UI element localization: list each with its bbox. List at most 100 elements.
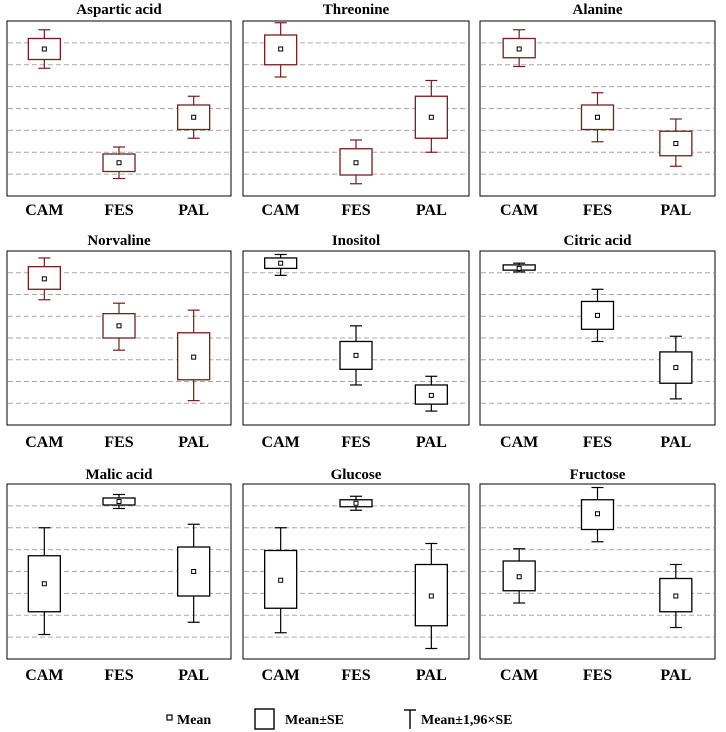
x-tick-label: CAM (500, 434, 538, 451)
box-cam (502, 548, 536, 604)
box-fes (339, 325, 373, 386)
box-fes (580, 92, 615, 143)
x-tick-label: CAM (25, 667, 63, 684)
box-cam (264, 22, 298, 78)
panel-title: Alanine (572, 2, 622, 18)
x-tick-label: PAL (416, 667, 447, 684)
mean-marker (116, 323, 122, 329)
x-tick-label: FES (104, 667, 133, 684)
box-cam (264, 527, 298, 634)
x-tick-label: FES (104, 202, 133, 219)
mean-marker (595, 114, 600, 120)
legend-ci-whisker-icon (404, 709, 416, 729)
mean-marker (41, 46, 47, 52)
mean-marker (428, 392, 434, 398)
x-tick-label: CAM (262, 434, 300, 451)
panel-title: Aspartic acid (76, 2, 162, 18)
mean-marker (595, 312, 600, 318)
mean-marker (595, 511, 600, 517)
box-cam (27, 527, 61, 636)
box-pal (659, 335, 693, 400)
mean-marker (516, 46, 522, 52)
box-fes (580, 288, 615, 343)
mean-marker (41, 276, 47, 282)
mean-marker (278, 577, 284, 583)
box-pal (177, 523, 211, 623)
box-pal (414, 542, 448, 650)
mean-marker (516, 574, 522, 580)
legend-ci-label: Mean±1,96×SE (421, 713, 513, 728)
box-fes (102, 302, 136, 351)
panel-title: Fructose (570, 467, 626, 483)
x-tick-label: PAL (660, 202, 691, 219)
panel-title: Norvaline (87, 233, 151, 249)
mean-marker (673, 593, 679, 599)
box-pal (177, 309, 211, 402)
x-tick-label: FES (341, 667, 370, 684)
mean-marker (673, 141, 679, 146)
mean-marker (278, 46, 284, 52)
legend-se-box (254, 708, 275, 730)
mean-marker (116, 499, 122, 504)
x-tick-label: CAM (500, 667, 538, 684)
mean-marker (278, 260, 284, 266)
x-tick-label: FES (583, 667, 612, 684)
x-tick-label: FES (583, 202, 612, 219)
box-cam (502, 262, 536, 273)
se-box (177, 104, 211, 131)
box-pal (414, 375, 448, 412)
x-tick-label: FES (341, 434, 370, 451)
panel-title: Citric acid (564, 233, 633, 249)
mean-marker (116, 160, 122, 166)
mean-marker (673, 365, 679, 371)
x-tick-label: PAL (416, 434, 447, 451)
box-cam (27, 257, 61, 301)
mean-marker (191, 569, 197, 574)
mean-marker (191, 114, 197, 120)
box-fes (339, 139, 373, 185)
panel-title: Malic acid (85, 467, 153, 483)
x-tick-label: PAL (660, 434, 691, 451)
box-pal (414, 79, 448, 153)
x-tick-label: FES (104, 434, 133, 451)
box-pal (177, 95, 211, 139)
x-tick-label: PAL (178, 667, 209, 684)
x-tick-label: PAL (416, 202, 447, 219)
x-tick-label: CAM (500, 202, 538, 219)
se-box (659, 577, 693, 613)
box-pal (659, 563, 693, 629)
box-cam (264, 253, 298, 276)
x-tick-label: CAM (25, 434, 63, 451)
panel-title: Glucose (331, 467, 382, 483)
box-pal (659, 118, 693, 167)
x-tick-label: CAM (262, 202, 300, 219)
mean-marker (191, 354, 197, 360)
box-fes (580, 486, 615, 543)
box-cam (502, 29, 536, 68)
box-fes (339, 495, 373, 511)
legend-mean-marker (166, 714, 173, 721)
box-fes (102, 493, 136, 510)
x-tick-label: PAL (178, 202, 209, 219)
legend-se-label: Mean±SE (285, 713, 344, 728)
x-tick-label: PAL (660, 667, 691, 684)
legend: Mean Mean±SE Mean±1,96×SE (166, 708, 513, 730)
mean-marker (516, 265, 522, 271)
x-tick-label: PAL (178, 434, 209, 451)
legend-mean-label: Mean (177, 713, 211, 728)
x-tick-label: FES (341, 202, 370, 219)
mean-marker (353, 160, 359, 166)
x-tick-label: CAM (25, 202, 63, 219)
panel-title: Threonine (323, 2, 390, 18)
